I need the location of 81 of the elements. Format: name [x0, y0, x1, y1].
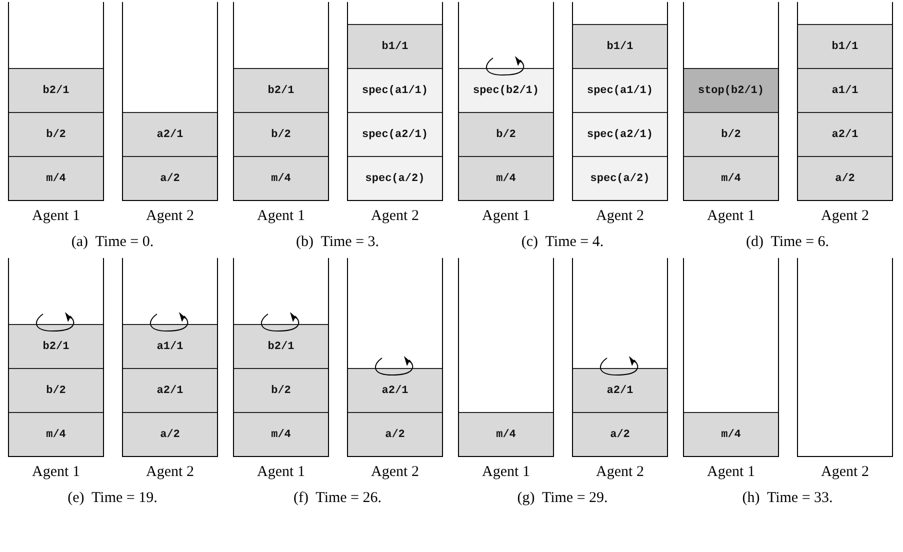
panel-caption: (f) Time = 26.: [292, 490, 383, 507]
stack-frame-cell: spec(a1/1): [348, 68, 442, 112]
stack-column: [797, 258, 893, 457]
stack-frame-cell: m/4: [684, 412, 778, 456]
agent-label: Agent 2: [370, 464, 420, 481]
stack-frame-cell: spec(a1/1): [573, 68, 667, 112]
stack-frame-cell: b2/1: [234, 324, 328, 368]
stack-frame-cell: m/4: [9, 412, 103, 456]
stack-frame-cell: m/4: [459, 156, 553, 200]
agent-label: Agent 2: [595, 464, 645, 481]
stack-frame-cell: a/2: [573, 412, 667, 456]
stack-column: [458, 258, 554, 457]
panel-caption: (e) Time = 19.: [66, 490, 158, 507]
stack-frame-cell: spec(a2/1): [573, 112, 667, 156]
agent-label: Agent 1: [31, 464, 81, 481]
panel-caption: (d) Time = 6.: [744, 234, 830, 251]
stack-column: [572, 2, 668, 201]
stack-column: [683, 258, 779, 457]
stack-frame-cell: spec(b2/1): [459, 68, 553, 112]
stack-column: [797, 2, 893, 201]
agent-label: Agent 1: [31, 208, 81, 225]
agent-label: Agent 2: [595, 208, 645, 225]
stack-frame-cell: a2/1: [798, 112, 892, 156]
stack-frame-cell: b1/1: [348, 24, 442, 68]
stack-frame-cell: m/4: [234, 156, 328, 200]
stack-frame-cell: b/2: [234, 112, 328, 156]
stack-frame-cell: a2/1: [348, 368, 442, 412]
stack-frame-cell: b2/1: [9, 68, 103, 112]
stack-column: [458, 2, 554, 201]
stack-frame-cell: spec(a/2): [573, 156, 667, 200]
panel-caption: (h) Time = 33.: [741, 490, 834, 507]
stack-frame-cell: a2/1: [123, 368, 217, 412]
agent-label: Agent 1: [706, 464, 756, 481]
stack-frame-cell: a/2: [798, 156, 892, 200]
stack-frame-cell: a/2: [123, 156, 217, 200]
agent-label: Agent 1: [256, 464, 306, 481]
stack-frame-cell: b/2: [234, 368, 328, 412]
stack-column: [347, 2, 443, 201]
stack-frame-cell: a1/1: [798, 68, 892, 112]
stack-column: [347, 258, 443, 457]
stack-column: [233, 2, 329, 201]
stack-column: [8, 258, 104, 457]
stack-frame-cell: spec(a/2): [348, 156, 442, 200]
stack-frame-cell: a/2: [123, 412, 217, 456]
stack-frame-cell: a2/1: [573, 368, 667, 412]
panel-caption: (a) Time = 0.: [70, 234, 155, 251]
stack-frame-cell: b/2: [9, 368, 103, 412]
stack-frame-cell: b/2: [9, 112, 103, 156]
stack-frame-cell: m/4: [9, 156, 103, 200]
stack-column: [572, 258, 668, 457]
stack-frame-cell: m/4: [684, 156, 778, 200]
agent-label: Agent 1: [481, 464, 531, 481]
agent-label: Agent 1: [481, 208, 531, 225]
panel-caption: (b) Time = 3.: [294, 234, 380, 251]
stack-frame-cell: b1/1: [573, 24, 667, 68]
agent-label: Agent 2: [820, 464, 870, 481]
stack-frame-cell: b1/1: [798, 24, 892, 68]
agent-label: Agent 1: [256, 208, 306, 225]
agent-label: Agent 2: [370, 208, 420, 225]
stack-frame-cell: b/2: [684, 112, 778, 156]
stack-column: [8, 2, 104, 201]
stack-frame-cell: spec(a2/1): [348, 112, 442, 156]
agent-label: Agent 2: [145, 208, 195, 225]
agent-label: Agent 2: [820, 208, 870, 225]
stack-frame-cell: b2/1: [9, 324, 103, 368]
agent-label: Agent 2: [145, 464, 195, 481]
agent-label: Agent 1: [706, 208, 756, 225]
stack-frame-cell: a1/1: [123, 324, 217, 368]
stack-frame-cell: a/2: [348, 412, 442, 456]
stack-frame-cell: stop(b2/1): [684, 68, 778, 112]
stack-column: [683, 2, 779, 201]
stack-frame-cell: b/2: [459, 112, 553, 156]
stack-frame-cell: m/4: [459, 412, 553, 456]
stack-column: [233, 258, 329, 457]
panel-caption: (g) Time = 29.: [516, 490, 609, 507]
panel-caption: (c) Time = 4.: [520, 234, 605, 251]
stack-frame-cell: a2/1: [123, 112, 217, 156]
stack-frame-cell: m/4: [234, 412, 328, 456]
stack-frame-cell: b2/1: [234, 68, 328, 112]
stack-column: [122, 2, 218, 201]
stack-column: [122, 258, 218, 457]
